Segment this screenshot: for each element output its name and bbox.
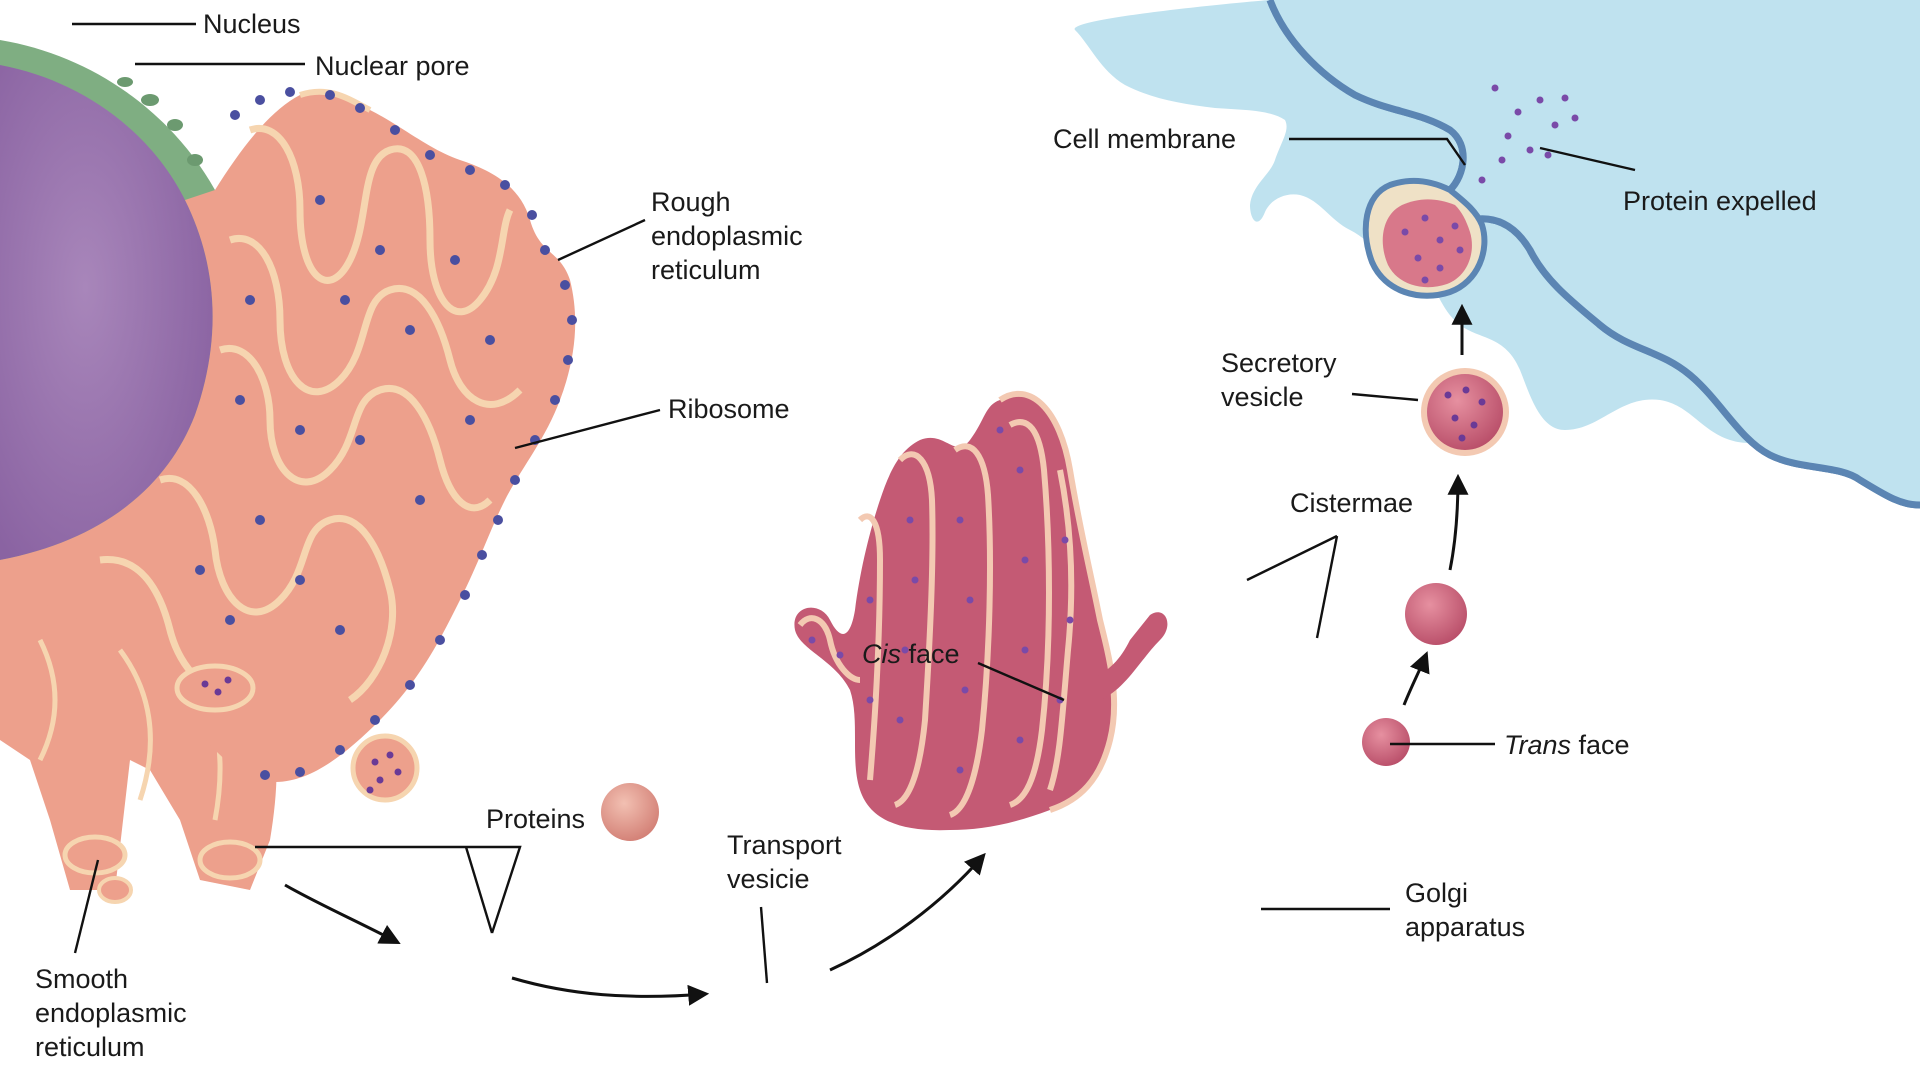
- flow-arrows: [284, 303, 1473, 1006]
- label-protein-expelled: Protein expelled: [1623, 186, 1817, 216]
- leader-lines: [72, 22, 1636, 984]
- transport-vesicle-body: [601, 783, 659, 841]
- extracellular-fill-fix: [1270, 0, 1920, 505]
- er-vesicle: [350, 733, 420, 803]
- exocytosis-vesicle: [1362, 177, 1488, 299]
- rough-er: [0, 87, 577, 782]
- label-rough-er: Rough endoplasmic reticulum: [651, 187, 810, 285]
- label-nucleus: Nucleus: [203, 9, 301, 39]
- expelled-proteins: [1401, 84, 1579, 284]
- cell-membrane: [1266, 0, 1920, 509]
- label-cis-face: Cis face: [862, 639, 960, 669]
- label-ribosome: Ribosome: [668, 394, 790, 424]
- label-transport-vesicle: Transport vesicie: [727, 830, 849, 894]
- secretory-vesicle-body: [1421, 368, 1509, 456]
- label-proteins: Proteins: [486, 804, 585, 834]
- golgi-vesicle: [1405, 583, 1467, 645]
- label-smooth-er: Smooth endoplasmic reticulum: [35, 964, 194, 1062]
- label-golgi: Golgi apparatus: [1405, 878, 1525, 942]
- label-cistermae: Cistermae: [1290, 488, 1413, 518]
- label-trans-face: Trans face: [1504, 730, 1630, 760]
- labels: Nucleus Nuclear pore Rough endoplasmic r…: [35, 9, 1817, 1062]
- label-cell-membrane: Cell membrane: [1053, 124, 1236, 154]
- trans-face-bud: [1362, 718, 1410, 766]
- label-nuclear-pore: Nuclear pore: [315, 51, 470, 81]
- label-secretory-vesicle: Secretory vesicle: [1221, 348, 1344, 412]
- golgi-apparatus-body: [794, 391, 1283, 831]
